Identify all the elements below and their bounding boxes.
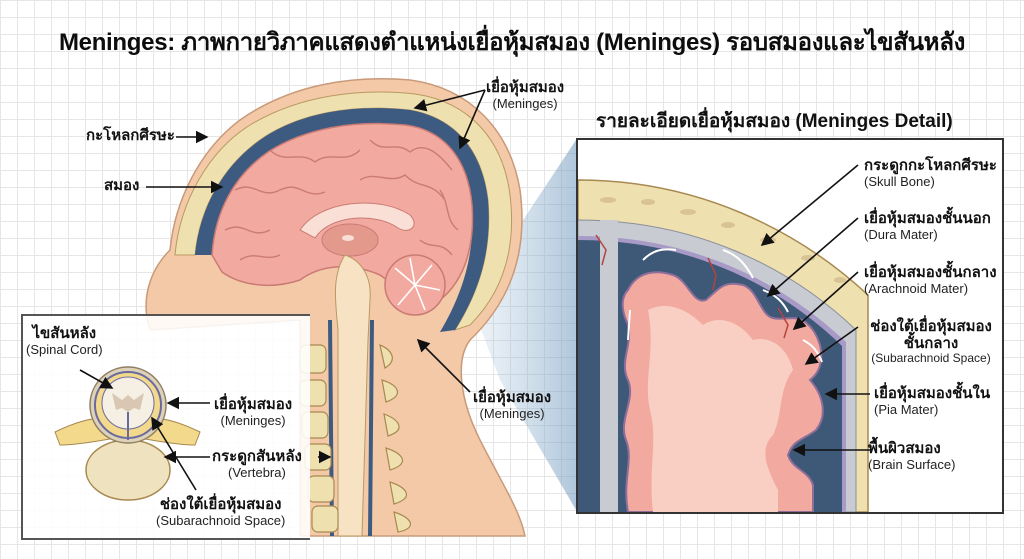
label-pia-mater-en: (Pia Mater) bbox=[874, 401, 939, 417]
label-vertebra-th: กระดูกสันหลัง bbox=[212, 448, 302, 465]
label-meninges-top-en: (Meninges) bbox=[492, 95, 558, 111]
label-skull-bone-th: กระดูกกะโหลกศีรษะ bbox=[864, 157, 997, 174]
label-subarachnoid-spinal: ช่องใต้เยื่อหุ้มสมอง (Subarachnoid Space… bbox=[156, 496, 286, 528]
meninges-detail-panel bbox=[576, 138, 1004, 514]
label-arachnoid-mater-th: เยื่อหุ้มสมองชั้นกลาง bbox=[864, 264, 997, 281]
label-brain: สมอง bbox=[104, 177, 140, 195]
label-meninges-top-th: เยื่อหุ้มสมอง bbox=[486, 79, 565, 96]
label-subarachnoid-spinal-en: (Subarachnoid Space) bbox=[156, 512, 286, 528]
label-pia-mater-th: เยื่อหุ้มสมองชั้นใน bbox=[874, 385, 991, 402]
detail-panel-title: รายละเอียดเยื่อหุ้มสมอง (Meninges Detail… bbox=[596, 111, 953, 132]
label-brain-th: สมอง bbox=[104, 177, 140, 194]
label-skull-th: กะโหลกศีรษะ bbox=[86, 127, 175, 144]
meninges-layers-illustration bbox=[578, 179, 869, 512]
label-skull-bone: กระดูกกะโหลกศีรษะ (Skull Bone) bbox=[864, 157, 997, 189]
label-spinal-cord-en: (Spinal Cord) bbox=[26, 341, 103, 357]
label-spinal-meninges-th: เยื่อหุ้มสมอง bbox=[214, 396, 293, 413]
label-spinal-meninges-en: (Meninges) bbox=[220, 412, 286, 428]
label-skull-bone-en: (Skull Bone) bbox=[864, 173, 935, 189]
page-title: Meninges: ภาพกายวิภาคแสดงตำแหน่งเยื่อหุ้… bbox=[58, 29, 966, 56]
label-arachnoid-mater-en: (Arachnoid Mater) bbox=[864, 280, 969, 296]
label-skull: กะโหลกศีรษะ bbox=[86, 127, 175, 145]
label-dura-mater: เยื่อหุ้มสมองชั้นนอก (Dura Mater) bbox=[864, 210, 991, 242]
label-brain-surface: พื้นผิวสมอง (Brain Surface) bbox=[868, 440, 956, 472]
label-spinal-cord: ไขสันหลัง (Spinal Cord) bbox=[26, 325, 103, 357]
corpus-callosum bbox=[299, 202, 415, 239]
label-meninges-top: เยื่อหุ้มสมอง (Meninges) bbox=[486, 79, 565, 111]
label-meninges-neck: เยื่อหุ้มสมอง (Meninges) bbox=[473, 389, 552, 421]
label-brain-surface-th: พื้นผิวสมอง bbox=[868, 440, 941, 457]
label-pia-mater: เยื่อหุ้มสมองชั้นใน (Pia Mater) bbox=[874, 385, 991, 417]
label-spinal-meninges: เยื่อหุ้มสมอง (Meninges) bbox=[214, 396, 293, 428]
label-brain-surface-en: (Brain Surface) bbox=[868, 456, 956, 472]
label-subarachnoid-space-th2: ชั้นกลาง bbox=[903, 334, 959, 352]
csf-flow-arrows bbox=[627, 248, 823, 363]
label-subarachnoid-spinal-th: ช่องใต้เยื่อหุ้มสมอง bbox=[159, 496, 282, 513]
cerebellum bbox=[384, 254, 446, 316]
label-arachnoid-mater: เยื่อหุ้มสมองชั้นกลาง (Arachnoid Mater) bbox=[864, 264, 997, 296]
label-subarachnoid-space-en: (Subarachnoid Space) bbox=[871, 351, 991, 365]
label-meninges-neck-en: (Meninges) bbox=[479, 405, 545, 421]
label-vertebra-en: (Vertebra) bbox=[228, 464, 286, 480]
blood-vessels bbox=[595, 234, 789, 339]
label-spinal-cord-th: ไขสันหลัง bbox=[32, 325, 97, 342]
label-vertebra: กระดูกสันหลัง (Vertebra) bbox=[212, 448, 302, 480]
brainstem bbox=[334, 254, 371, 537]
label-dura-mater-en: (Dura Mater) bbox=[864, 226, 938, 242]
label-meninges-neck-th: เยื่อหุ้มสมอง bbox=[473, 389, 552, 406]
meninges-band bbox=[195, 108, 489, 332]
label-subarachnoid-space-th: ช่องใต้เยื่อหุ้มสมอง bbox=[870, 318, 992, 335]
label-subarachnoid-space: ช่องใต้เยื่อหุ้มสมอง ชั้นกลาง (Subarachn… bbox=[864, 318, 998, 365]
label-dura-mater-th: เยื่อหุ้มสมองชั้นนอก bbox=[864, 210, 991, 227]
gyri-lines bbox=[224, 139, 459, 261]
